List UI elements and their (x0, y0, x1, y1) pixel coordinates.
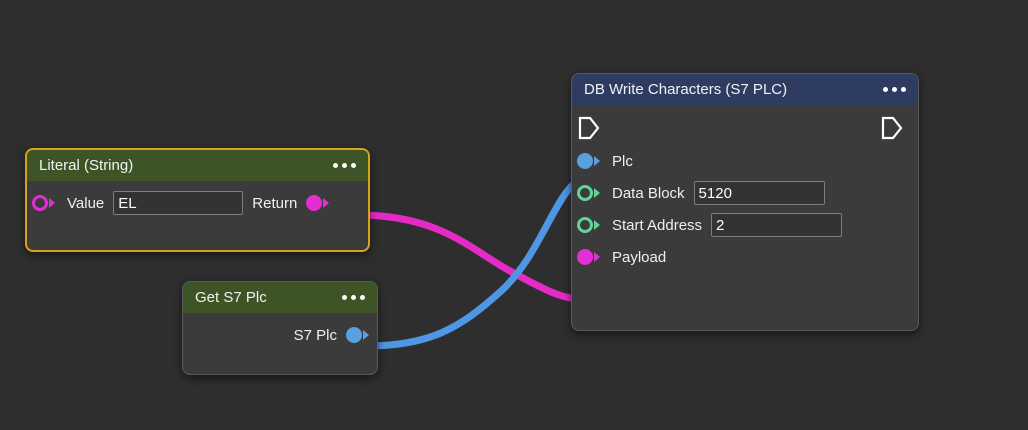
port-row-plc: Plc (572, 145, 918, 177)
port-start-address-input[interactable] (577, 214, 603, 236)
port-label-start-address: Start Address (612, 216, 703, 234)
port-label-return: Return (252, 194, 298, 212)
node-get-s7-plc[interactable]: Get S7 Plc S7 Plc (182, 281, 378, 375)
port-plc-input[interactable] (577, 150, 603, 172)
port-row-payload: Payload (572, 241, 918, 273)
node-title: DB Write Characters (S7 PLC) (584, 81, 788, 98)
exec-in-arrow-icon[interactable] (577, 115, 601, 141)
value-input-field[interactable] (113, 191, 244, 215)
ellipsis-icon[interactable] (331, 159, 358, 172)
ellipsis-icon[interactable] (881, 83, 908, 96)
port-label-payload: Payload (612, 248, 667, 266)
port-value-input[interactable] (32, 192, 58, 214)
node-title: Literal (String) (39, 157, 134, 174)
port-return-output[interactable] (306, 192, 332, 214)
node-header[interactable]: Literal (String) (27, 150, 368, 181)
wire-s7plc-to-plc (362, 173, 593, 350)
node-title: Get S7 Plc (195, 289, 267, 306)
node-body: Plc Data Block Start Address (572, 105, 918, 283)
exec-out-arrow-icon[interactable] (880, 115, 904, 141)
node-literal-string[interactable]: Literal (String) Value Return (25, 148, 370, 252)
port-label-plc: Plc (612, 152, 633, 170)
node-body: Value Return (27, 181, 368, 229)
port-data-block-input[interactable] (577, 182, 603, 204)
port-s7-plc-output[interactable] (346, 324, 372, 346)
port-row-s7-plc: S7 Plc (183, 319, 377, 351)
node-header[interactable]: Get S7 Plc (183, 282, 377, 313)
node-db-write-characters[interactable]: DB Write Characters (S7 PLC) Plc (571, 73, 919, 331)
port-label-data-block: Data Block (612, 184, 685, 202)
node-body: S7 Plc (183, 313, 377, 361)
port-label-value: Value (67, 194, 105, 212)
port-row-value: Value Return (27, 187, 368, 219)
exec-pin-row (572, 111, 918, 145)
start-address-input-field[interactable] (711, 213, 843, 237)
wire-literal-return-to-payload (353, 211, 593, 304)
port-label-s7-plc: S7 Plc (293, 326, 337, 344)
ellipsis-icon[interactable] (340, 291, 367, 304)
port-row-start-address: Start Address (572, 209, 918, 241)
port-row-data-block: Data Block (572, 177, 918, 209)
data-block-input-field[interactable] (693, 181, 825, 205)
port-payload-input[interactable] (577, 246, 603, 268)
node-header[interactable]: DB Write Characters (S7 PLC) (572, 74, 918, 105)
